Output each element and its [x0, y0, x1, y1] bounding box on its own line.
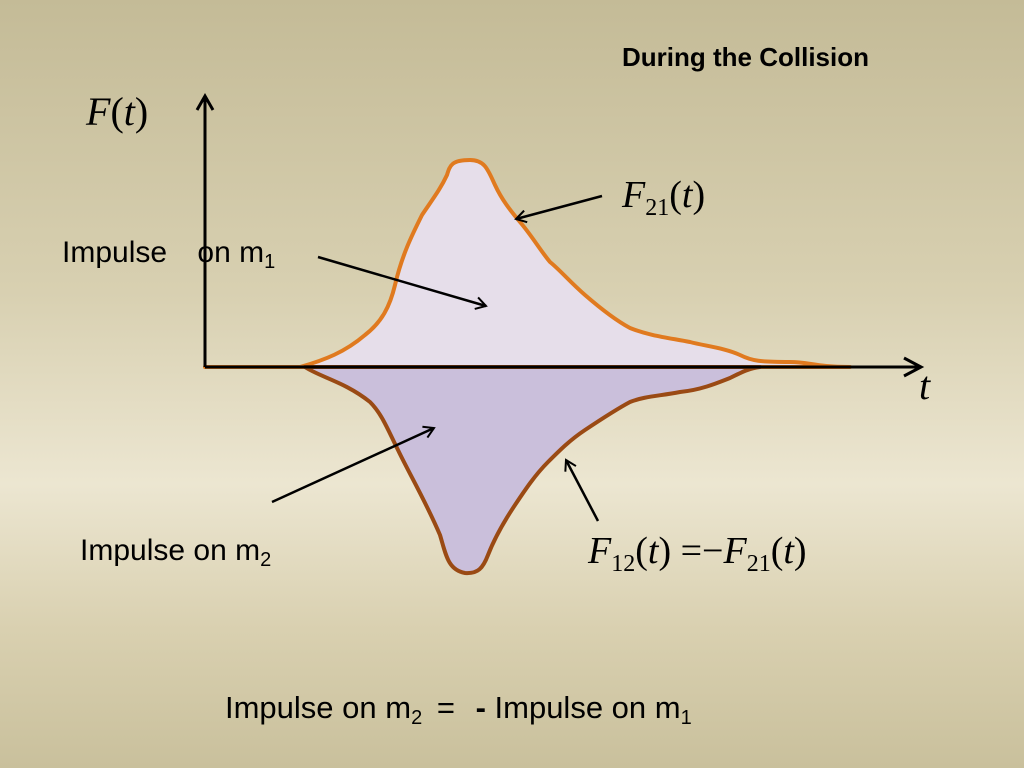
- y-axis-arrowhead: [195, 92, 215, 111]
- f21-label: F21(t): [622, 176, 705, 220]
- impulse-m2-subscript: 2: [260, 549, 272, 571]
- impulse-m1-on: on m: [197, 236, 265, 269]
- f21-symbol: F: [622, 174, 646, 216]
- equation-left-subscript: 2: [411, 707, 423, 729]
- x-axis-label: t: [919, 366, 930, 406]
- f12-close-paren: ): [658, 530, 672, 572]
- x-axis-arrowhead: [903, 356, 925, 378]
- f21-subscript: 21: [645, 195, 670, 221]
- equation-left: Impulse on m: [225, 690, 412, 725]
- impulse-m2-text: Impulse on m: [80, 534, 261, 567]
- impulse-m1-word: Impulse: [62, 236, 168, 269]
- f12-rhs-variable: t: [783, 530, 794, 572]
- f12-symbol: F: [588, 530, 612, 572]
- y-axis-open-paren: (: [110, 89, 124, 134]
- f12-equation: F12(t) =−F21(t): [588, 532, 807, 576]
- equation-right: Impulse on m: [494, 690, 681, 725]
- y-axis-label: F(t): [86, 92, 148, 132]
- impulse-equation: Impulse on m2 = - Impulse on m1: [225, 692, 692, 728]
- f21-pointer-arrow: [514, 194, 603, 224]
- f12-pointer-arrow: [564, 458, 600, 522]
- equation-minus: -: [475, 690, 486, 725]
- impulse-m1-label: Impulse on m1: [62, 236, 276, 273]
- f12-subscript: 12: [611, 551, 636, 577]
- f21-close-paren: ): [692, 174, 706, 216]
- impulse-m1-subscript: 1: [264, 251, 276, 273]
- equation-right-subscript: 1: [680, 707, 692, 729]
- f12-open-paren: (: [635, 530, 648, 572]
- x-axis-variable: t: [919, 363, 931, 408]
- f12-rhs-open-paren: (: [770, 530, 784, 572]
- equation-equals: =: [436, 690, 455, 725]
- slide-title: During the Collision: [622, 42, 869, 72]
- f21-variable: t: [681, 174, 693, 216]
- f21-open-paren: (: [669, 174, 682, 216]
- y-axis-symbol: F: [86, 89, 111, 134]
- f12-variable: t: [647, 530, 659, 572]
- impulse-m1-pointer-arrow: [317, 255, 488, 310]
- f12-rhs-symbol: F: [723, 530, 747, 572]
- f12-rhs-close-paren: ): [793, 530, 807, 572]
- y-axis-variable: t: [123, 89, 135, 134]
- f21-curve: [203, 158, 852, 369]
- f12-curve: [303, 365, 762, 576]
- impulse-m2-pointer-arrow: [271, 425, 436, 504]
- f12-rhs-subscript: 21: [746, 551, 771, 577]
- f12-minus-sign: −: [702, 530, 724, 572]
- f12-equals-sign: =: [680, 530, 703, 572]
- impulse-m2-label: Impulse on m2: [80, 534, 272, 571]
- y-axis-close-paren: ): [134, 89, 149, 134]
